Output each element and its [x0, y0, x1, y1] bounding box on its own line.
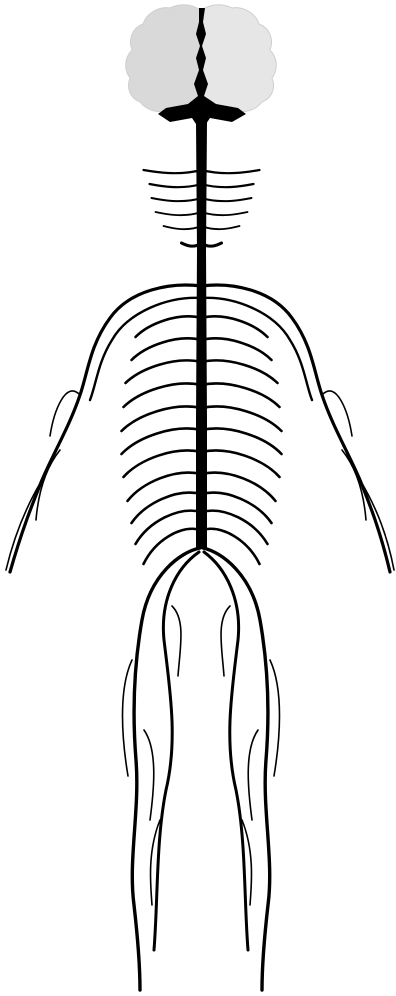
cervical-nerve-right-6	[202, 243, 222, 246]
cervical-nerve-right-5	[202, 226, 240, 229]
cervical-nerve-right-4	[202, 212, 248, 215]
cervical-nerve-left-4	[156, 212, 202, 215]
thoracic-nerve-left-9	[132, 493, 202, 523]
thoracic-nerve-right-1	[202, 316, 268, 337]
leg-branch-left-1	[172, 606, 181, 676]
cervical-nerve-right-2	[202, 184, 254, 187]
leg-branch-right-1	[221, 606, 230, 676]
leg-branch-right-2	[270, 660, 280, 776]
cervical-nerve-left-3	[152, 198, 202, 201]
cervical-nerve-right-3	[202, 198, 252, 201]
leg-nerve-left-outer	[132, 548, 200, 990]
thoracic-nerve-left-4	[124, 383, 202, 407]
cervical-nerve-left-5	[164, 226, 202, 229]
thoracic-nerve-left-10	[136, 511, 202, 544]
cervical-nerve-left-1	[144, 170, 202, 173]
thoracic-nerve-right-4	[202, 383, 280, 407]
thoracic-nerve-right-3	[202, 360, 278, 383]
brain-icon	[126, 5, 277, 124]
brain-right-hemisphere	[202, 5, 276, 112]
thoracic-nerve-right-10	[202, 511, 268, 544]
thoracic-nerve-left-2	[132, 338, 202, 360]
leg-branch-right-3	[248, 730, 258, 820]
brain-left-hemisphere	[126, 5, 200, 112]
cervical-nerve-right-1	[202, 170, 260, 173]
leg-branch-left-3	[144, 730, 154, 820]
thoracic-nerve-left-1	[136, 316, 202, 337]
cervical-nerve-left-2	[150, 184, 202, 187]
thoracic-nerve-right-9	[202, 493, 272, 523]
thoracic-nerve-left-3	[126, 360, 202, 383]
leg-branch-left-2	[123, 660, 133, 776]
cervical-nerve-left-6	[182, 243, 202, 246]
thoracic-nerve-right-2	[202, 338, 272, 360]
